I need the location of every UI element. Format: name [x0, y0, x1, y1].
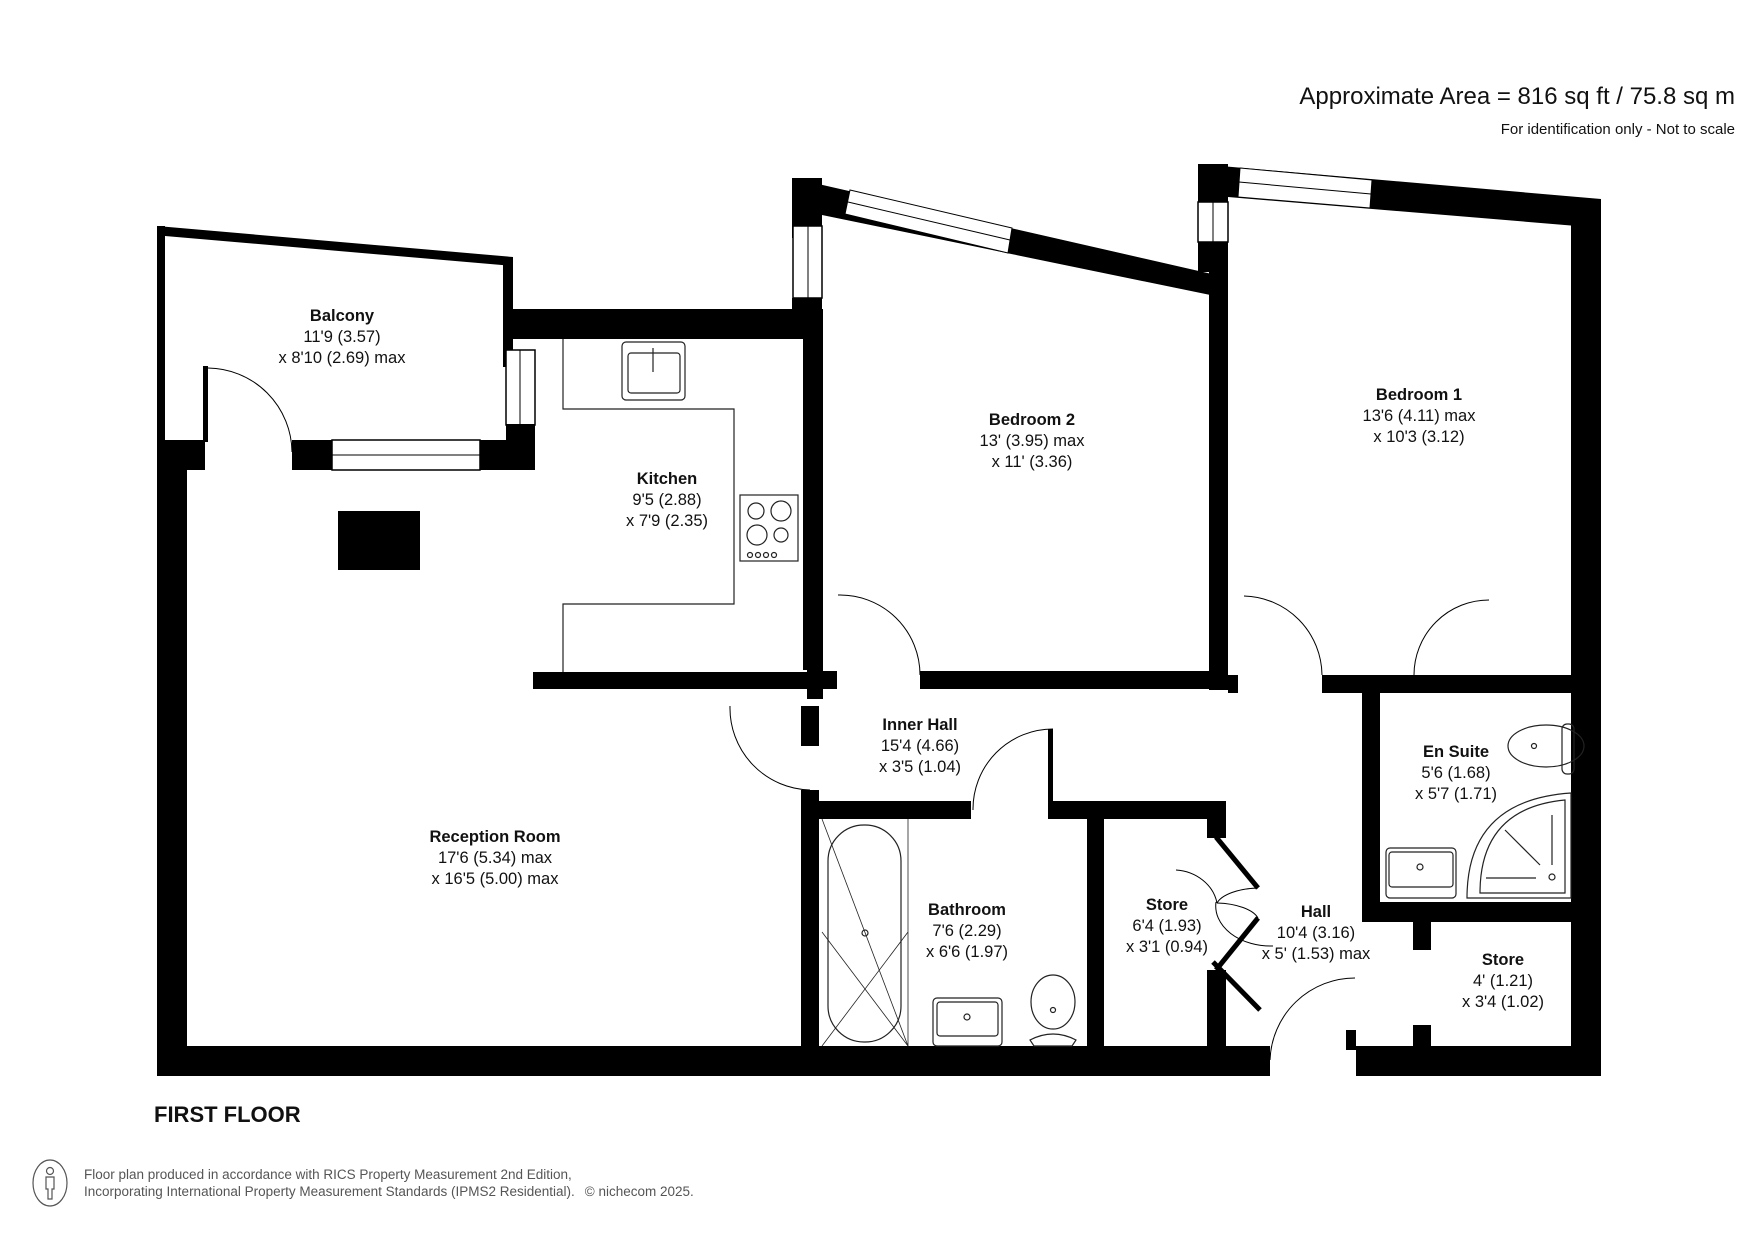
room-name: Balcony: [309, 307, 375, 325]
bathroom-toilet-icon: [1030, 974, 1076, 1030]
floor-label: FIRST FLOOR: [154, 1102, 301, 1127]
balcony-left-wall: [157, 226, 165, 441]
room-dim-1: 13'6 (4.11) max: [1362, 407, 1476, 425]
room-dim-2: x 11' (3.36): [991, 453, 1073, 471]
footer-line-1: Floor plan produced in accordance with R…: [84, 1167, 572, 1182]
room-label-kitchen: Kitchen 9'5 (2.88) x 7'9 (2.35): [626, 469, 708, 532]
ensuite-left-wall: [1362, 690, 1380, 920]
ensuite-basin-icon: [1385, 847, 1457, 899]
room-name: Bathroom: [928, 901, 1006, 919]
room-name: Inner Hall: [882, 716, 958, 734]
room-label-bathroom: Bathroom 7'6 (2.29) x 6'6 (1.97): [926, 900, 1008, 963]
kitchen-counter: [562, 339, 735, 672]
store-top-wall: [1087, 802, 1226, 819]
room-name: En Suite: [1422, 743, 1489, 761]
room-dim-2: x 3'5 (1.04): [878, 758, 962, 776]
scale-note: For identification only - Not to scale: [1500, 121, 1735, 138]
room-label-reception-room: Reception Room 17'6 (5.34) max x 16'5 (5…: [429, 827, 560, 890]
room-dim-1: 6'4 (1.93): [1132, 917, 1202, 935]
room-dim-2: x 7'9 (2.35): [625, 512, 709, 530]
bathroom-top-wall: [801, 801, 971, 819]
footer-line-2: Incorporating International Property Mea…: [84, 1184, 694, 1199]
footer-text: Floor plan produced in accordance with R…: [84, 1166, 694, 1200]
kitchen-bottom-wall: [533, 672, 823, 689]
room-name: Hall: [1300, 903, 1332, 921]
reception-left-wall: [157, 440, 187, 1076]
room-dim-1: 17'6 (5.34) max: [437, 849, 553, 867]
bathroom-right-wall: [1087, 801, 1104, 1051]
bedroom1-left-wall: [1209, 262, 1228, 690]
ensuite-toilet-icon: [1507, 724, 1585, 768]
room-dim-2: x 6'6 (1.97): [925, 943, 1009, 961]
walls: [157, 164, 1601, 1076]
room-label-store-1: Store 6'4 (1.93) x 3'1 (0.94): [1126, 895, 1208, 958]
bath-icon: [827, 824, 902, 1043]
room-name: Kitchen: [636, 470, 698, 488]
kitchen-top-wall: [503, 309, 815, 339]
balcony-top-wall: [157, 226, 513, 266]
room-dim-2: x 8'10 (2.69) max: [278, 349, 406, 367]
room-dim-2: x 3'1 (0.94): [1125, 938, 1209, 956]
room-name: Bedroom 2: [988, 411, 1076, 429]
room-dim-2: x 10'3 (3.12): [1373, 428, 1465, 446]
room-dim-1: 11'9 (3.57): [303, 328, 381, 346]
room-label-hall: Hall 10'4 (3.16) x 5' (1.53) max: [1262, 902, 1371, 965]
bottom-wall-left: [157, 1046, 1270, 1076]
room-label-inner-hall: Inner Hall 15'4 (4.66) x 3'5 (1.04): [879, 715, 961, 778]
ensuite-shower-icon: [1466, 792, 1572, 899]
ensuite-bottom-wall: [1362, 902, 1582, 922]
room-dim-1: 13' (3.95) max: [979, 432, 1085, 450]
bottom-wall-right: [1356, 1046, 1601, 1076]
chimney-block: [338, 511, 420, 570]
room-name: Store: [1481, 951, 1525, 969]
room-name: Bedroom 1: [1375, 386, 1463, 404]
door-swings: [207, 367, 1490, 1061]
room-dim-1: 7'6 (2.29): [932, 922, 1002, 940]
copyright: © nichecom 2025.: [584, 1184, 694, 1199]
room-dim-2: x 16'5 (5.00) max: [431, 870, 559, 888]
room-dim-1: 10'4 (3.16): [1276, 924, 1356, 942]
kitchen-sink-icon: [621, 341, 686, 401]
room-dim-1: 5'6 (1.68): [1421, 764, 1491, 782]
room-dim-1: 9'5 (2.88): [632, 491, 702, 509]
room-label-bedroom-1: Bedroom 1 13'6 (4.11) max x 10'3 (3.12): [1363, 385, 1476, 448]
room-label-en-suite: En Suite 5'6 (1.68) x 5'7 (1.71): [1415, 742, 1497, 805]
balcony-right-wall: [503, 257, 513, 352]
bedroom2-left-wall: [803, 320, 822, 670]
person-info-icon: [32, 1159, 68, 1207]
bedroom2-bottom-wall: [920, 671, 1228, 689]
footer: Floor plan produced in accordance with R…: [30, 1158, 694, 1208]
hob-icon: [739, 494, 799, 562]
room-dim-1: 4' (1.21): [1472, 972, 1533, 990]
room-dim-2: x 3'4 (1.02): [1461, 993, 1545, 1011]
room-name: Reception Room: [429, 828, 561, 846]
room-label-balcony: Balcony 11'9 (3.57) x 8'10 (2.69) max: [279, 306, 406, 369]
room-dim-1: 15'4 (4.66): [880, 737, 960, 755]
room-dim-2: x 5'7 (1.71): [1414, 785, 1498, 803]
approximate-area: Approximate Area = 816 sq ft / 75.8 sq m: [1299, 83, 1735, 110]
right-outer-wall: [1571, 199, 1601, 1076]
room-label-bedroom-2: Bedroom 2 13' (3.95) max x 11' (3.36): [980, 410, 1085, 473]
fixtures: [338, 339, 1585, 1047]
room-dim-2: x 5' (1.53) max: [1261, 945, 1371, 963]
bathroom-basin-icon: [932, 997, 1003, 1047]
room-name: Store: [1145, 896, 1189, 914]
room-label-store-2: Store 4' (1.21) x 3'4 (1.02): [1462, 950, 1544, 1013]
bedroom2-top-window: [844, 189, 1013, 254]
